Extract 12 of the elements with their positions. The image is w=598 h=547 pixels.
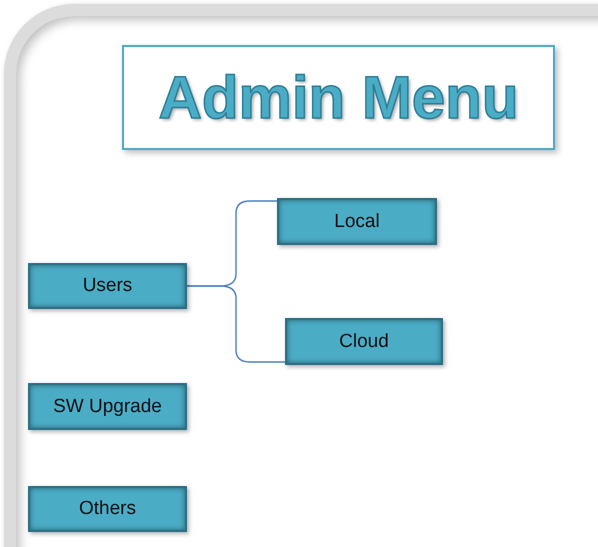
menu-item-label: Users: [82, 275, 132, 297]
menu-item-label: Others: [78, 498, 136, 520]
menu-item-box: [28, 263, 187, 309]
menu-item-box: [285, 318, 443, 365]
menu-item-label: SW Upgrade: [53, 396, 162, 418]
menu-item-label: Local: [334, 210, 380, 232]
bracket-connector: [187, 285, 285, 363]
menu-item-box: [277, 198, 437, 245]
menu-item-box: [28, 486, 187, 532]
title: Admin Menu: [158, 63, 518, 132]
menu-item-label: Cloud: [339, 330, 389, 352]
menu-item-box: [28, 383, 187, 430]
